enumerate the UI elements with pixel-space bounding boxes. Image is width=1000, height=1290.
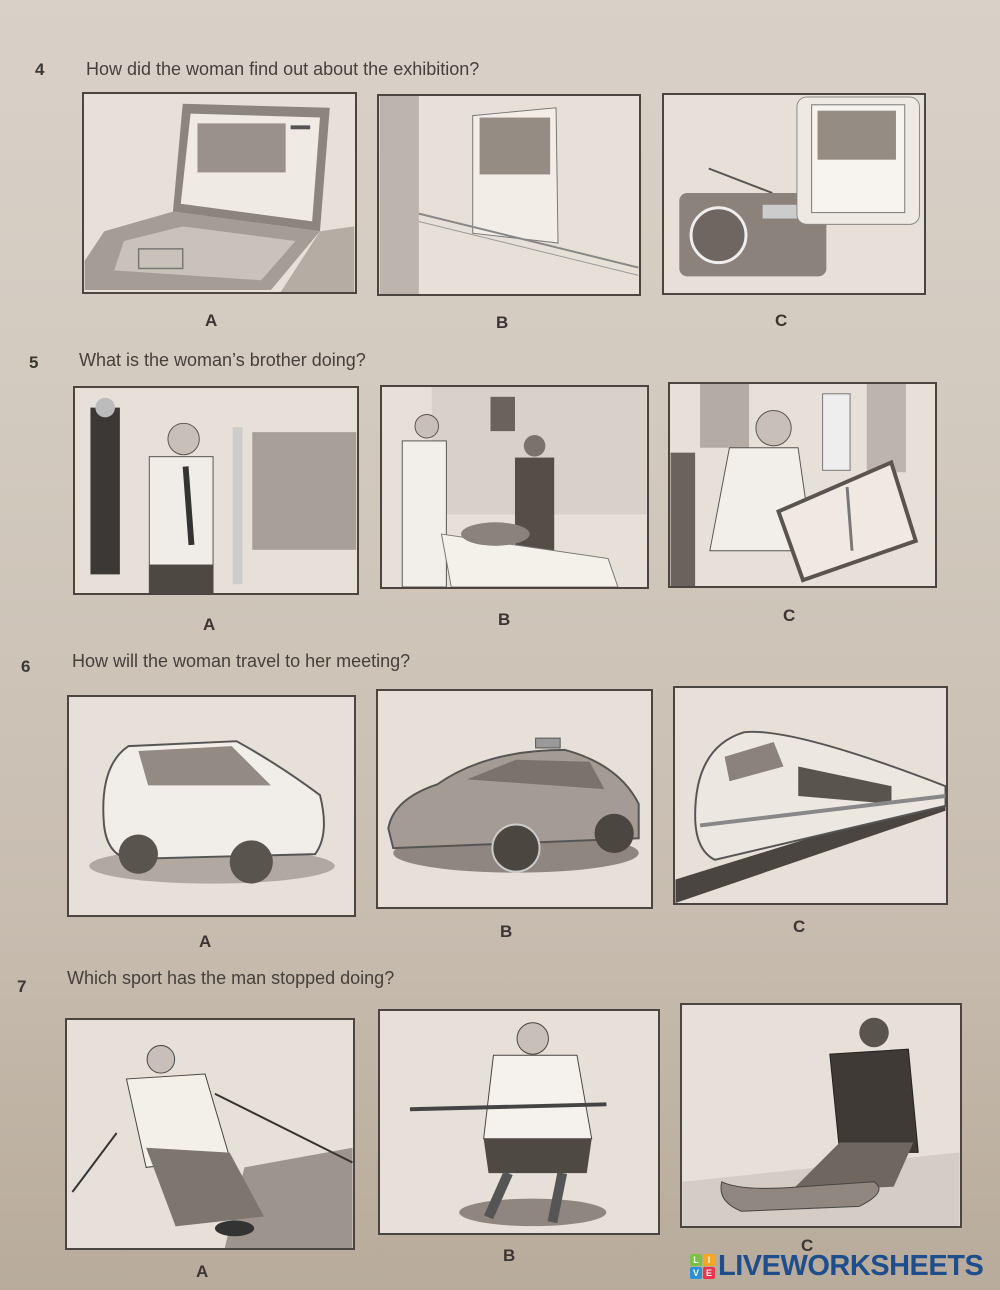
liveworksheets-watermark: L I V E LIVEWORKSHEETS xyxy=(690,1250,984,1282)
shop-assistant-illustration xyxy=(401,387,647,587)
laptop-illustration xyxy=(84,103,355,292)
security-guard-illustration xyxy=(90,397,357,593)
skier-illustration xyxy=(71,1045,353,1248)
option-image-taxi[interactable] xyxy=(376,689,653,909)
option-label: A xyxy=(203,615,216,634)
live-tiles-icon: L I V E xyxy=(690,1254,715,1279)
option-image-laptop[interactable] xyxy=(82,92,357,294)
snowboarder-illustration xyxy=(682,1017,960,1226)
option-label: C xyxy=(775,311,788,330)
option-image-snowboarding[interactable] xyxy=(680,1003,962,1228)
logo-tile: L xyxy=(690,1254,702,1266)
question-number: 7 xyxy=(17,977,27,996)
question-number: 6 xyxy=(21,657,31,676)
option-image-car[interactable] xyxy=(67,695,356,917)
watermark-text: LIVEWORKSHEETS xyxy=(718,1250,984,1282)
option-label: B xyxy=(503,1246,516,1265)
fashion-designer-illustration xyxy=(670,384,919,586)
taxi-illustration xyxy=(387,737,640,873)
option-image-shop-assistant[interactable] xyxy=(380,385,649,589)
option-label: C xyxy=(801,1236,814,1255)
question-text: What is the woman’s brother doing? xyxy=(79,350,366,370)
logo-tile: I xyxy=(703,1254,715,1266)
option-label: A xyxy=(199,932,212,951)
option-label: A xyxy=(196,1262,209,1281)
logo-tile: V xyxy=(690,1267,702,1279)
option-label: B xyxy=(498,610,511,629)
option-label: B xyxy=(496,313,509,332)
option-image-poster[interactable] xyxy=(377,94,641,296)
option-image-train[interactable] xyxy=(673,686,948,905)
question-text: How did the woman find out about the exh… xyxy=(86,59,480,79)
question-number: 5 xyxy=(29,353,39,372)
question-text: Which sport has the man stopped doing? xyxy=(67,968,395,988)
option-label: A xyxy=(205,311,218,330)
option-image-fashion-designer[interactable] xyxy=(668,382,937,588)
option-label: C xyxy=(793,917,806,936)
option-label: C xyxy=(783,606,796,625)
option-image-ice-hockey[interactable] xyxy=(378,1009,660,1235)
option-label: B xyxy=(500,922,513,941)
option-image-security-guard[interactable] xyxy=(73,386,359,595)
high-speed-train-illustration xyxy=(675,730,946,903)
small-car-illustration xyxy=(89,740,335,884)
question-number: 4 xyxy=(35,60,45,79)
poster-illustration xyxy=(379,96,639,294)
option-image-radio[interactable] xyxy=(662,93,926,295)
hockey-player-illustration xyxy=(409,1022,607,1227)
question-text: How will the woman travel to her meeting… xyxy=(72,651,411,671)
option-image-skiing[interactable] xyxy=(65,1018,355,1250)
radio-illustration xyxy=(679,96,920,277)
logo-tile: E xyxy=(703,1267,715,1279)
